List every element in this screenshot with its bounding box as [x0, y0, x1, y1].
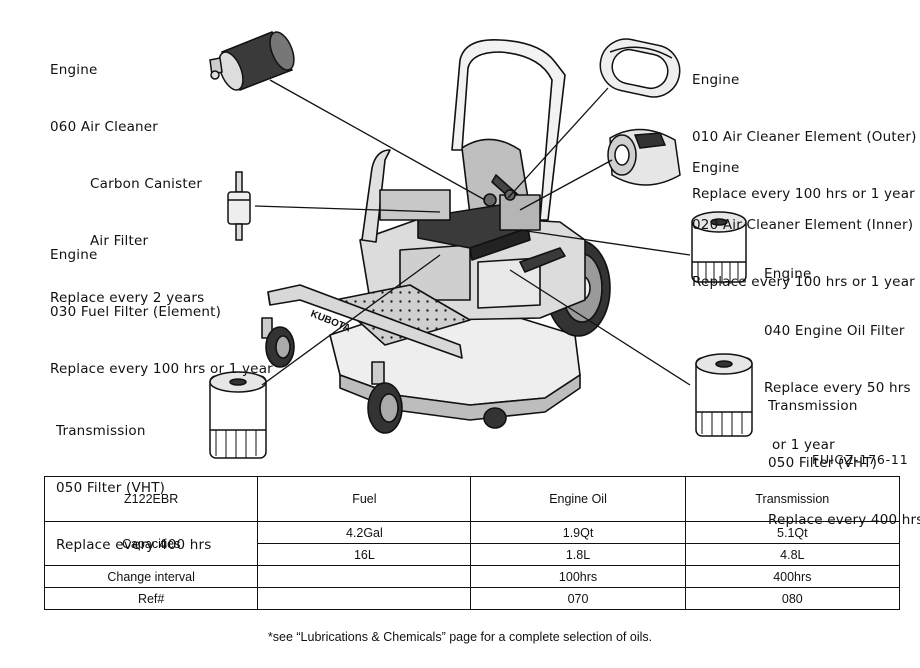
transmission-filter-right-icon — [695, 353, 753, 437]
callout-line: 060 Air Cleaner — [50, 119, 159, 135]
table-header-row: Z122EBR Fuel Engine Oil Transmission — [43, 476, 901, 522]
air-cleaner-element-inner-icon — [607, 128, 681, 186]
table-header-transmission: Transmission — [684, 476, 901, 522]
front-right-caster — [367, 361, 403, 434]
callout-line: Replace every 100 hrs or 1 year — [692, 274, 915, 290]
callout-element-outer: Engine 010 Air Cleaner Element (Outer) R… — [692, 33, 917, 223]
table-header-engine-oil: Engine Oil — [470, 476, 686, 522]
callout-line: Carbon Canister — [90, 176, 203, 192]
table-cell — [257, 587, 472, 610]
table-cell: 400hrs — [684, 565, 901, 588]
capacity-table: Z122EBR Fuel Engine Oil Transmission Cap… — [43, 476, 901, 610]
table-cell: 080 — [684, 587, 901, 610]
callout-line: 030 Fuel Filter (Element) — [50, 304, 222, 320]
floor-plate — [334, 284, 471, 346]
callout-line: Replace every 100 hrs or 1 year — [692, 186, 915, 202]
air-cleaner-element-outer-icon — [599, 38, 681, 98]
leader-oil-filter — [519, 229, 691, 256]
callout-line: Transmission — [56, 423, 146, 439]
callout-line: Air Filter — [90, 233, 149, 249]
table-cell: 5.1Qt — [684, 521, 901, 544]
callout-line: Engine — [50, 62, 98, 78]
transmission-filter-left-icon — [209, 371, 267, 459]
leader-element-outer — [507, 87, 609, 199]
callout-line: 040 Engine Oil Filter — [764, 323, 905, 339]
deck-wheel — [483, 407, 507, 429]
leader-trans-right — [509, 269, 691, 386]
table-cell: 070 — [470, 587, 686, 610]
leader-lines — [254, 79, 691, 386]
callout-line: Engine — [692, 160, 740, 176]
table-cell — [257, 565, 472, 588]
front-left-caster — [261, 317, 295, 368]
callout-line: 020 Air Cleaner Element (Inner) — [692, 217, 914, 233]
callout-line: Replace every 100 hrs or 1 year — [50, 361, 273, 377]
fuel-filter-icon — [227, 171, 251, 241]
footnote: *see “Lubrications & Chemicals” page for… — [267, 630, 653, 644]
table-row: Change interval 100hrs 400hrs — [43, 565, 901, 588]
table-cell: 1.8L — [470, 543, 686, 566]
callout-line: 010 Air Cleaner Element (Outer) — [692, 129, 917, 145]
leader-fuel-filter — [254, 205, 441, 213]
control-lever-left — [361, 149, 391, 243]
callout-air-cleaner: Engine 060 Air Cleaner Carbon Canister A… — [50, 23, 204, 327]
table-row: 16L 1.8L 4.8L — [45, 543, 901, 566]
table-cell: 1.9Qt — [470, 521, 686, 544]
callout-line: Replace every 50 hrs — [764, 380, 911, 396]
callout-line: Transmission — [768, 398, 858, 414]
callout-oil-filter: Engine 040 Engine Oil Filter Replace eve… — [764, 227, 911, 474]
engine-oil-filter-icon — [691, 211, 747, 284]
leader-air-cleaner — [269, 79, 486, 201]
mower-illustration: KUBOTA — [261, 39, 611, 434]
table-row-label: Change interval — [43, 565, 259, 588]
callout-element-inner: Engine 020 Air Cleaner Element (Inner) R… — [692, 121, 915, 311]
callout-line: Engine — [692, 72, 740, 88]
callout-line: Engine — [764, 266, 812, 282]
leader-trans-left — [261, 254, 441, 386]
table-row: Capacities 4.2Gal 1.9Qt 5.1Qt — [43, 521, 901, 566]
table-row-label: Ref# — [43, 587, 259, 610]
table-cell: 16L — [257, 543, 472, 566]
table-cell: 4.8L — [684, 543, 901, 566]
table-row-label: Capacities — [43, 521, 259, 566]
callout-line: or 1 year — [772, 437, 835, 453]
table-cell: 4.2Gal — [257, 521, 472, 544]
mower-diagram: KUBOTA — [209, 31, 753, 459]
figure-id: FUIGZ-176-11 — [812, 452, 909, 467]
callout-line: 050 Filter (VHT) — [768, 455, 878, 471]
callout-line: Engine — [50, 247, 98, 263]
table-cell-model: Z122EBR — [43, 476, 259, 522]
table-cell: 100hrs — [470, 565, 686, 588]
callout-fuel-filter: Engine 030 Fuel Filter (Element) Replace… — [50, 208, 273, 398]
callout-line: Replace every 2 years — [50, 290, 205, 306]
air-cleaner-canister-icon — [209, 31, 295, 91]
table-row: Ref# 070 080 — [43, 587, 901, 610]
leader-element-inner — [519, 159, 613, 211]
table-header-fuel: Fuel — [257, 476, 472, 522]
